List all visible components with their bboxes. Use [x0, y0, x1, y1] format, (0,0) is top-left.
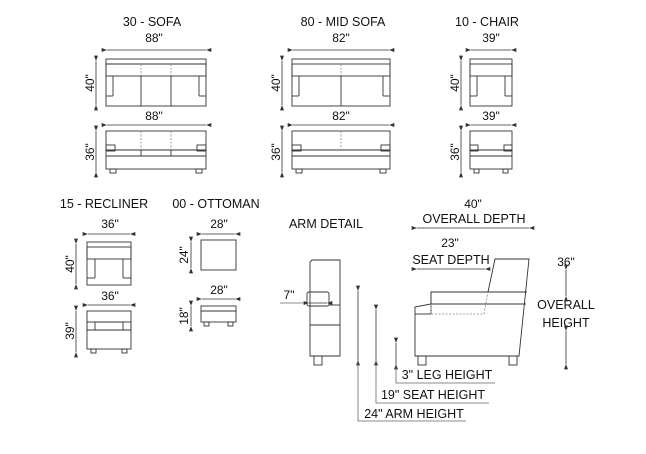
overall-height-label-2: HEIGHT [542, 316, 590, 330]
ottoman-top-view [200, 239, 237, 271]
ottoman-group: 00 - OTTOMAN 28" 24" 28" 18" [172, 197, 260, 332]
sofa-front-view [105, 130, 207, 174]
recliner-top-width: 36" [101, 217, 119, 231]
mid-sofa-title: 80 - MID SOFA [301, 15, 386, 29]
leg-height-label: 3" LEG HEIGHT [402, 368, 493, 382]
chair-top-depth: 40" [448, 74, 462, 92]
mid-sofa-top-depth: 40" [269, 74, 283, 92]
chair-top-width: 39" [482, 31, 500, 45]
overall-height-label-1: OVERALL [537, 298, 595, 312]
overall-depth-label: OVERALL DEPTH [422, 212, 525, 226]
side-view-group: 40" OVERALL DEPTH 23" SEAT DEPTH 36" OVE… [356, 197, 595, 422]
arm-detail-title: ARM DETAIL [289, 217, 363, 231]
mid-sofa-front-width: 82" [332, 109, 350, 123]
sofa-front-height: 36" [83, 143, 97, 161]
recliner-top-depth: 40" [63, 255, 77, 273]
recliner-front-width: 36" [101, 289, 119, 303]
chair-title: 10 - CHAIR [455, 15, 519, 29]
mid-sofa-group: 80 - MID SOFA 82" 40" 82" 36" [269, 15, 395, 178]
recliner-top-view [86, 241, 132, 286]
seat-depth-label: SEAT DEPTH [412, 253, 489, 267]
arm-height-label: 24" ARM HEIGHT [364, 407, 464, 421]
ottoman-top-depth: 24" [177, 246, 191, 264]
chair-top-view [469, 58, 513, 107]
recliner-group: 15 - RECLINER 36" 40" 36" 39" [60, 197, 148, 358]
arm-detail-group: ARM DETAIL 7" [280, 217, 363, 366]
leader-line [357, 360, 466, 422]
seat-height-label: 19" SEAT HEIGHT [381, 388, 485, 402]
sofa-top-depth: 40" [83, 74, 97, 92]
leader-line [395, 364, 495, 384]
sofa-front-width: 88" [145, 109, 163, 123]
recliner-front-view [86, 310, 132, 354]
ottoman-front-width: 28" [210, 283, 228, 297]
sofa-top-view [105, 58, 207, 107]
sofa-group: 30 - SOFA 88" 40" 88" 36" [83, 15, 212, 178]
mid-sofa-top-width: 82" [332, 31, 350, 45]
seat-depth-value: 23" [441, 236, 459, 250]
arm-width-value: 7" [284, 288, 295, 302]
chair-front-view [469, 130, 513, 174]
overall-depth-value: 40" [464, 197, 482, 211]
mid-sofa-front-view [291, 130, 391, 174]
sofa-title: 30 - SOFA [123, 15, 182, 29]
arm-detail-drawing [306, 259, 341, 366]
ottoman-top-width: 28" [210, 217, 228, 231]
recliner-front-height: 39" [63, 322, 77, 340]
chair-front-width: 39" [482, 109, 500, 123]
sofa-top-width: 88" [145, 31, 163, 45]
chair-group: 10 - CHAIR 39" 40" 39" 36" [448, 15, 519, 178]
recliner-title: 15 - RECLINER [60, 197, 148, 211]
ottoman-front-view [200, 305, 237, 327]
mid-sofa-top-view [291, 58, 391, 107]
overall-height-value: 36" [557, 255, 575, 269]
mid-sofa-front-height: 36" [269, 143, 283, 161]
ottoman-front-height: 18" [177, 307, 191, 325]
side-view-drawing [414, 258, 530, 366]
ottoman-title: 00 - OTTOMAN [172, 197, 259, 211]
leader-line [375, 360, 489, 404]
chair-front-height: 36" [448, 143, 462, 161]
